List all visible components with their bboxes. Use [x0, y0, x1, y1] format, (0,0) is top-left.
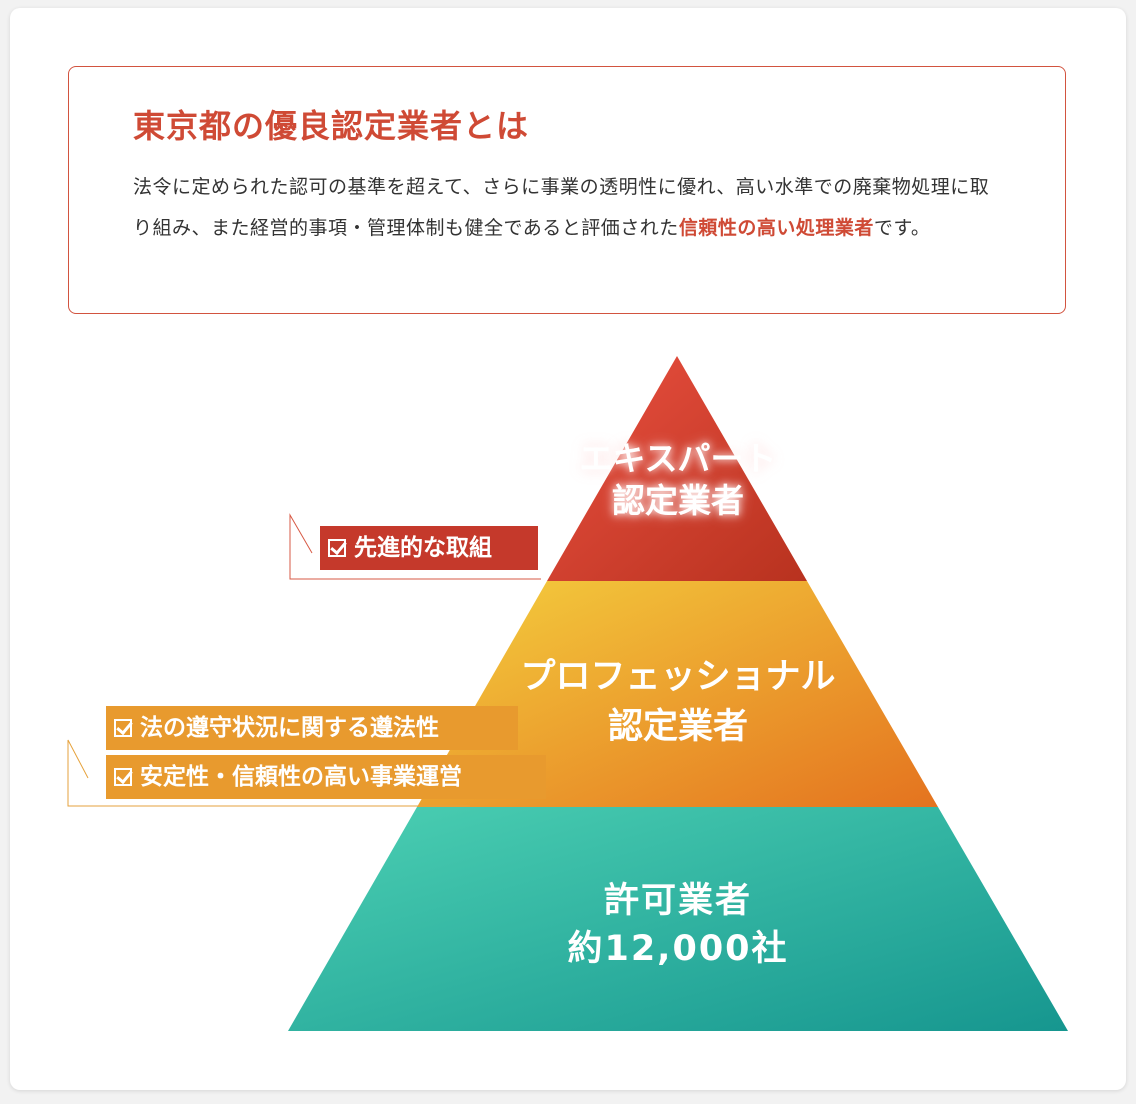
info-body: 法令に定められた認可の基準を超えて、さらに事業の透明性に優れ、高い水準での廃棄物… — [133, 167, 1003, 249]
callout-line-expert — [289, 513, 541, 580]
tier-label-licensed-line1: 許可業者 — [603, 881, 752, 921]
tier-label-expert: エキスパート 認定業者 — [540, 438, 816, 522]
tier-label-professional-line2: 認定業者 — [607, 707, 748, 747]
info-title: 東京都の優良認定業者とは — [133, 107, 530, 145]
tier-label-licensed-line2: 約12,000社 — [567, 929, 789, 969]
tier-label-professional: プロフェッショナル 認定業者 — [480, 652, 876, 752]
tag-expert-criteria: 先進的な取組 — [320, 526, 538, 570]
info-box: 東京都の優良認定業者とは 法令に定められた認可の基準を超えて、さらに事業の透明性… — [68, 66, 1066, 314]
checkbox-checked-icon — [114, 768, 132, 786]
info-body-text: 法令に定められた認可の基準を超えて、さらに事業の透明性に優れ、高い水準での廃棄物… — [133, 176, 990, 239]
tag-expert-criteria-label: 先進的な取組 — [354, 535, 492, 561]
tag-professional-criteria-2: 安定性・信頼性の高い事業運営 — [106, 755, 546, 799]
checkbox-checked-icon — [328, 539, 346, 557]
tier-label-expert-line1: エキスパート — [579, 439, 777, 478]
pyramid-tier-middle — [417, 581, 938, 807]
info-body-tail: です。 — [873, 217, 931, 239]
tier-label-licensed: 許可業者 約12,000社 — [478, 877, 878, 973]
tag-professional-criteria-2-label: 安定性・信頼性の高い事業運営 — [140, 764, 462, 790]
info-body-emphasis: 信頼性の高い処理業者 — [678, 217, 874, 239]
checkbox-checked-icon — [114, 719, 132, 737]
pyramid-tier-top — [547, 356, 807, 581]
callout-line-professional — [67, 739, 470, 807]
tier-label-professional-line1: プロフェッショナル — [520, 657, 836, 697]
pyramid-tier-base — [288, 807, 1068, 1031]
tag-professional-criteria-1-label: 法の遵守状況に関する遵法性 — [140, 715, 439, 741]
tag-professional-criteria-1: 法の遵守状況に関する遵法性 — [106, 706, 518, 750]
tier-label-expert-line2: 認定業者 — [612, 481, 744, 520]
